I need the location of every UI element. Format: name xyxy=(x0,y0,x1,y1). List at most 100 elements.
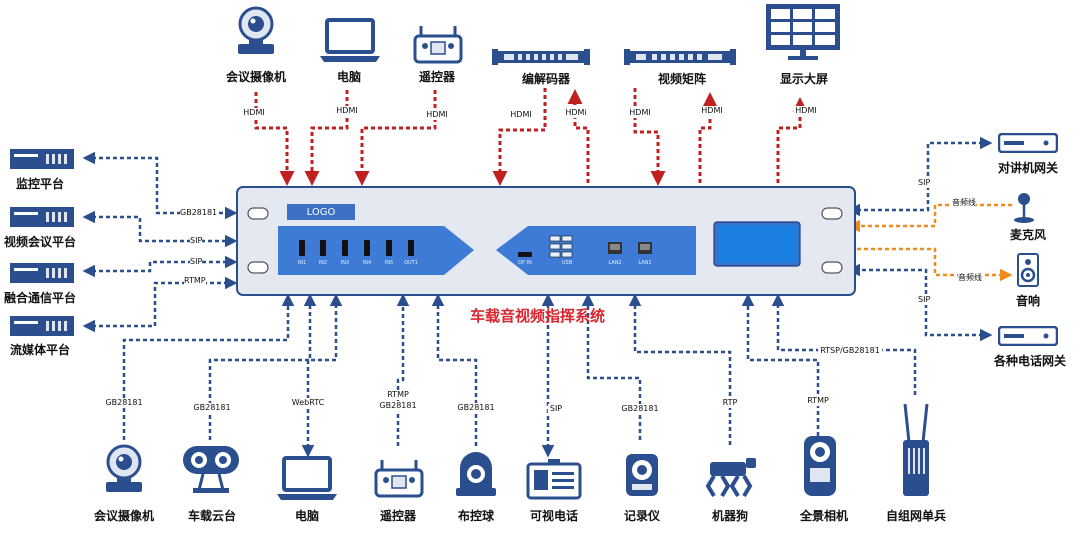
right-label-intercom: 对讲机网关 xyxy=(997,161,1059,175)
vehicle-gimbal-icon xyxy=(183,446,239,493)
bottom-label-robotdog: 机器狗 xyxy=(711,509,749,523)
proto-bottom-camera: GB28181 xyxy=(103,398,145,408)
right-label-speaker: 音响 xyxy=(1015,294,1041,308)
proto-left-sip-1: SIP xyxy=(190,236,203,246)
hdmi-wire-camera xyxy=(254,92,295,186)
hdmi-wire-matrix-out xyxy=(698,92,718,183)
wire-bottom-gimbal xyxy=(208,293,317,440)
proto-bottom-panoramic: RTMP xyxy=(805,396,831,406)
hdmi-wire-codec-in xyxy=(492,88,547,186)
right-label-microphone: 麦克风 xyxy=(1009,228,1047,242)
proto-hdmi-matrix-in: HDMI xyxy=(627,108,653,118)
bottom-label-dome: 布控球 xyxy=(457,509,495,523)
proto-right-sip-bottom: SIP xyxy=(918,295,931,305)
proto-left-sip-2: SIP xyxy=(190,257,203,267)
top-device-label-remote: 遥控器 xyxy=(418,70,456,84)
proto-hdmi-laptop: HDMI xyxy=(334,106,360,116)
command-device-chassis xyxy=(236,186,856,296)
server-icon xyxy=(10,207,74,227)
wire-streaming-platform xyxy=(82,276,238,333)
ptz-camera-icon xyxy=(238,6,274,54)
bottom-label-mesh: 自组网单兵 xyxy=(885,509,947,523)
proto-bottom-recorder: GB28181 xyxy=(619,404,661,414)
hdmi-wire-remote xyxy=(354,90,437,186)
port-label-lan2: LAN2 xyxy=(608,260,622,266)
gateway-icon xyxy=(998,326,1058,346)
port-label-usb: USB xyxy=(561,260,573,266)
remote-controller-icon xyxy=(413,26,463,64)
proto-bottom-remote-rtmp: RTMP xyxy=(385,390,411,400)
proto-hdmi-codec-in: HDMI xyxy=(508,110,534,120)
wire-bottom-camera xyxy=(122,293,295,440)
proto-bottom-laptop: WebRTC xyxy=(289,398,327,408)
hdmi-wire-codec-out xyxy=(567,89,590,183)
port-label-in4: IN4 xyxy=(362,260,372,266)
right-label-phone-gateway: 各种电话网关 xyxy=(993,354,1067,368)
top-device-label-codec: 编解码器 xyxy=(521,72,571,86)
proto-right-audio-mic: 音频线 xyxy=(952,198,976,208)
bottom-label-remote: 遥控器 xyxy=(379,509,417,523)
gateway-icon xyxy=(998,133,1058,153)
wire-monitor-platform xyxy=(82,151,238,220)
wire-bottom-laptop xyxy=(301,293,343,458)
port-label-dp-in: DP IN xyxy=(518,260,532,266)
proto-hdmi-camera: HDMI xyxy=(241,108,267,118)
proto-hdmi-display: HDMI xyxy=(793,106,819,116)
wire-bottom-robotdog xyxy=(628,293,732,445)
laptop-icon xyxy=(320,18,380,62)
server-icon xyxy=(10,149,74,169)
body-recorder-icon xyxy=(626,454,658,496)
bottom-label-recorder: 记录仪 xyxy=(623,509,661,523)
proto-bottom-dome: GB28181 xyxy=(455,403,497,413)
wire-intercom-gateway xyxy=(847,136,993,217)
proto-hdmi-remote: HDMI xyxy=(424,110,450,120)
audio-wire-speaker xyxy=(850,247,1013,282)
platform-label-monitor: 监控平台 xyxy=(16,177,65,191)
wire-videoconf-platform xyxy=(82,210,238,248)
wire-phone-gateway xyxy=(847,263,993,342)
speaker-icon xyxy=(1017,253,1039,287)
port-label-in3: IN3 xyxy=(340,260,350,266)
ptz-camera-icon xyxy=(106,444,142,492)
proto-bottom-remote-gb: GB28181 xyxy=(377,401,419,411)
bottom-label-panoramic: 全景相机 xyxy=(799,509,849,523)
microphone-icon xyxy=(1014,193,1034,223)
top-device-label-laptop: 电脑 xyxy=(336,70,362,84)
proto-hdmi-matrix-out: HDMI xyxy=(699,106,725,116)
proto-right-audio-speaker: 音频线 xyxy=(958,273,982,283)
system-title: 车载音视频指挥系统 xyxy=(470,307,606,325)
panoramic-camera-icon xyxy=(804,436,836,496)
robot-dog-icon xyxy=(705,458,756,498)
port-label-in1: IN1 xyxy=(297,260,307,266)
remote-controller-icon xyxy=(374,460,424,498)
server-icon xyxy=(10,316,74,336)
bottom-label-laptop: 电脑 xyxy=(294,509,320,523)
bottom-label-videophone: 可视电话 xyxy=(529,509,579,523)
bottom-label-camera: 会议摄像机 xyxy=(93,509,155,523)
platform-label-fusion: 融合通信平台 xyxy=(4,291,77,305)
video-phone-icon xyxy=(526,459,582,500)
top-device-label-display: 显示大屏 xyxy=(779,72,829,86)
proto-hdmi-codec-out: HDMi xyxy=(563,108,589,118)
logo-badge: LOGO xyxy=(287,204,355,220)
hdmi-wire-laptop xyxy=(304,90,349,186)
port-label-in5: IN5 xyxy=(384,260,394,266)
proto-bottom-mesh: RTSP/GB28181 xyxy=(818,346,882,356)
proto-left-rtmp: RTMP xyxy=(184,276,206,286)
top-device-label-matrix: 视频矩阵 xyxy=(657,72,707,86)
display-wall-icon xyxy=(766,4,840,60)
dome-camera-icon xyxy=(456,452,496,496)
proto-bottom-videophone: SIP xyxy=(547,404,565,414)
proto-right-sip-top: SIP xyxy=(918,178,931,188)
audio-wire-microphone xyxy=(847,203,1012,233)
proto-bottom-robotdog: RTP xyxy=(720,398,740,408)
bottom-label-gimbal: 车载云台 xyxy=(187,509,237,523)
mesh-radio-icon xyxy=(903,403,929,496)
video-matrix-icon xyxy=(624,49,736,65)
hdmi-wire-matrix-in xyxy=(633,88,666,186)
proto-bottom-gimbal: GB28181 xyxy=(191,403,233,413)
codec-rack-icon xyxy=(492,49,590,65)
platform-label-streaming: 流媒体平台 xyxy=(10,343,71,357)
top-device-label-camera: 会议摄像机 xyxy=(225,70,287,84)
